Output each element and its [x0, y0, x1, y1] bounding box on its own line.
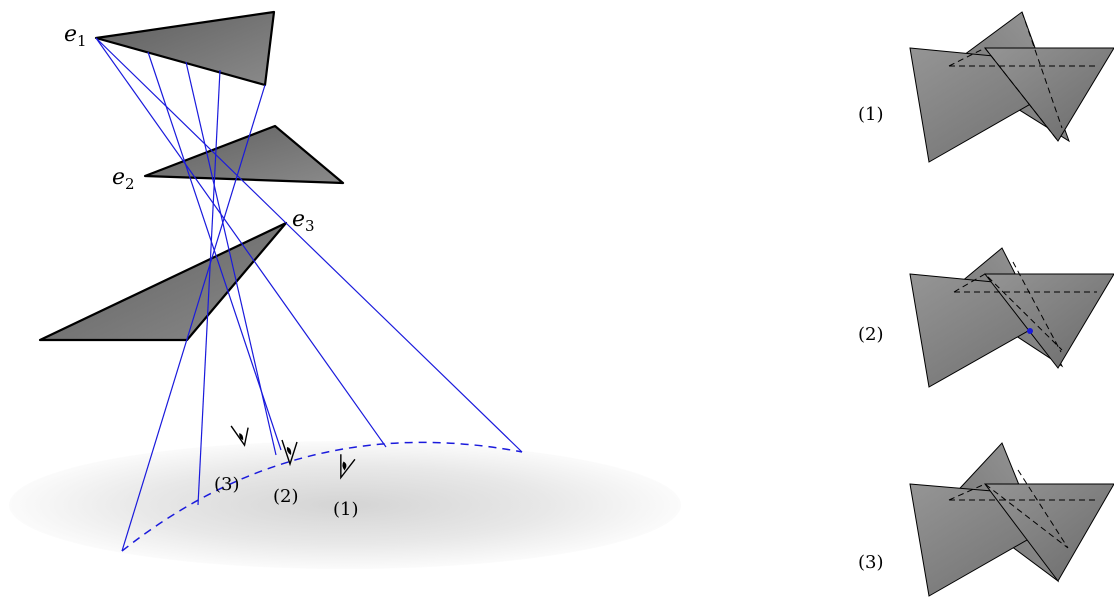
view-2: (2): [858, 247, 1114, 388]
eye-icon: [281, 439, 298, 467]
viewpoint-path: [121, 441, 523, 552]
edge-label-e2: e2: [112, 165, 135, 193]
view-label-1: (1): [858, 104, 884, 125]
view-triangle-back-right: [983, 273, 1114, 369]
viewpoint-label-1: (1): [333, 499, 359, 520]
view-1: (1): [858, 11, 1114, 163]
eye-icon: [230, 425, 249, 447]
crossing-point: [1027, 328, 1033, 334]
triangle-e3: [38, 221, 288, 342]
ray: [197, 69, 221, 506]
edge-label-e1: e1: [64, 22, 87, 50]
eye-icon: [340, 454, 356, 480]
view-3: (3): [858, 442, 1114, 597]
hidden-edges: [953, 261, 1097, 353]
hidden-edges: [948, 11, 1097, 142]
ray: [185, 61, 277, 456]
ray: [285, 222, 523, 453]
view-label-2: (2): [858, 324, 884, 345]
edge-label-e3: e3: [292, 207, 315, 235]
viewpoint-label-2: (2): [273, 486, 299, 507]
ray: [121, 84, 266, 552]
hidden-edges: [948, 469, 1097, 549]
view-triangle-back-right: [983, 483, 1114, 582]
projection-rays: [95, 37, 523, 552]
ray: [95, 37, 387, 448]
ray: [95, 37, 287, 224]
viewpoint-label-3: (3): [214, 474, 240, 495]
view-triangle-back-right: [983, 47, 1114, 142]
view-label-3: (3): [858, 552, 884, 573]
triangle-e1: [94, 10, 276, 87]
ground-plane: [9, 441, 681, 569]
